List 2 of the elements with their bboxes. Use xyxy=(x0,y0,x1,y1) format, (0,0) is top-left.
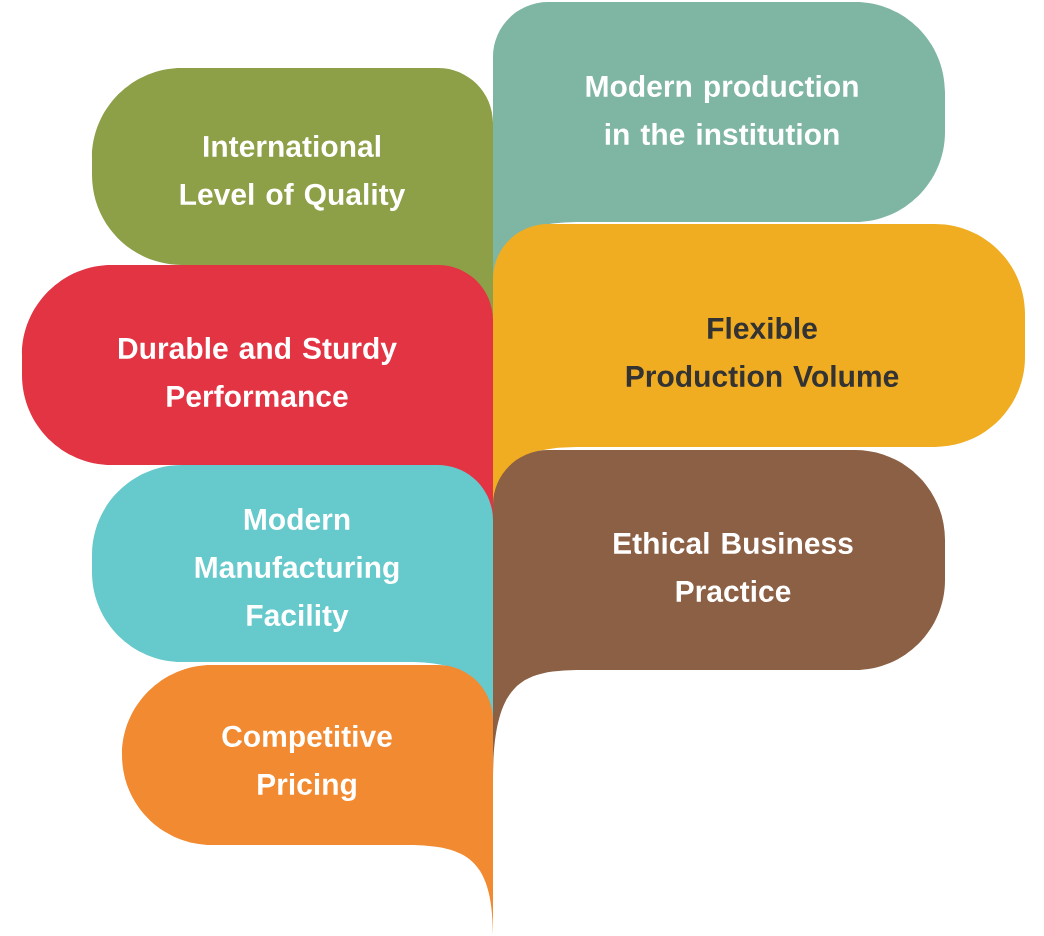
speech-bubble: Ethical Business Practice xyxy=(493,450,945,780)
speech-bubble: Competitive Pricing xyxy=(122,665,493,935)
